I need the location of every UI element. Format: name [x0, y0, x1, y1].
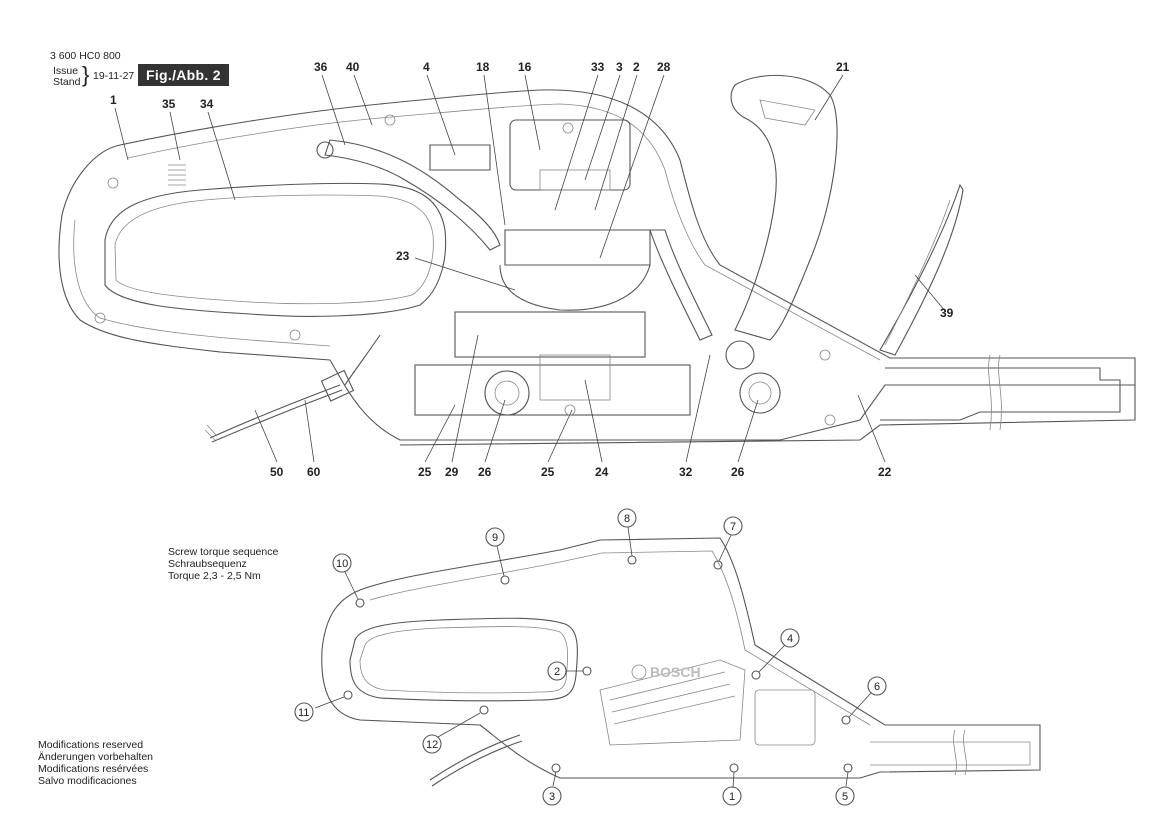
- screw-hole-5: [843, 763, 853, 773]
- screw-number-4: 4: [787, 633, 793, 645]
- legend-line-1: Screw torque sequence: [168, 546, 279, 558]
- footer-note-4: Salvo modificaciones: [38, 775, 137, 787]
- issue-label: Issue: [53, 65, 79, 77]
- part-number-26b: 26: [731, 465, 745, 479]
- figure-label: Fig./Abb. 2: [138, 64, 229, 86]
- callout-circle-5: [835, 786, 855, 806]
- callout-circle-3: [542, 786, 562, 806]
- part-number-24: 24: [595, 465, 609, 479]
- screw-callouts: 1 2 3 4 5 6 7 8 9 10 11 12: [294, 508, 887, 806]
- part-number-labels: 1 35 34 36 40 4 18 16 33 3 2 28 21 23 39…: [110, 60, 954, 479]
- leader-lines: [114, 74, 947, 463]
- part-number-34: 34: [200, 97, 214, 111]
- part-number-21: 21: [836, 60, 850, 74]
- callout-circle-8: [617, 508, 637, 528]
- screw-number-9: 9: [492, 532, 498, 544]
- callout-circle-6: [867, 676, 887, 696]
- part-number-32: 32: [679, 465, 693, 479]
- part-number-4: 4: [423, 60, 430, 74]
- screw-hole-2: [582, 666, 592, 676]
- part-number-33: 33: [591, 60, 605, 74]
- housing-outline: [58, 74, 1136, 446]
- part-number-35: 35: [162, 97, 176, 111]
- issue-date: 19-11-27: [93, 70, 135, 82]
- screw-number-5: 5: [842, 791, 848, 803]
- brace-icon: }: [82, 62, 90, 87]
- footer-note-2: Änderungen vorbehalten: [38, 751, 154, 763]
- footer-note-3: Modifications resérvées: [38, 763, 149, 775]
- part-number-3: 3: [616, 60, 623, 74]
- screw-number-1: 1: [729, 791, 735, 803]
- part-number-36: 36: [314, 60, 328, 74]
- part-number-16: 16: [518, 60, 532, 74]
- part-number-60: 60: [307, 465, 321, 479]
- screw-hole-10: [355, 598, 365, 608]
- callout-circle-10: [332, 553, 352, 573]
- screw-number-11: 11: [298, 707, 309, 719]
- bosch-logo: BOSCH: [650, 664, 701, 680]
- screw-number-8: 8: [624, 513, 630, 525]
- part-number-18: 18: [476, 60, 490, 74]
- document-number: 3 600 HC0 800: [50, 50, 121, 62]
- callout-circle-12: [422, 734, 442, 754]
- screw-hole-6: [841, 715, 851, 725]
- footer-notes: Modifications reserved Änderungen vorbeh…: [38, 739, 153, 787]
- closed-housing: [321, 537, 1041, 787]
- part-number-22: 22: [878, 465, 892, 479]
- part-number-29: 29: [445, 465, 459, 479]
- part-number-23: 23: [396, 249, 410, 263]
- screw-leaders: [314, 526, 872, 789]
- callout-circle-4: [780, 628, 800, 648]
- part-number-25: 25: [418, 465, 432, 479]
- part-number-1: 1: [110, 93, 117, 107]
- part-number-28: 28: [657, 60, 671, 74]
- screw-hole-11: [343, 690, 353, 700]
- part-number-39: 39: [940, 306, 954, 320]
- screw-hole-8: [627, 555, 637, 565]
- part-number-50: 50: [270, 465, 284, 479]
- screw-hole-12: [479, 705, 489, 715]
- callout-circle-1: [722, 786, 742, 806]
- callout-circle-2: [547, 661, 567, 681]
- legend-line-3: Torque 2,3 - 2,5 Nm: [168, 570, 261, 582]
- screw-number-2: 2: [554, 666, 560, 678]
- screw-number-10: 10: [336, 558, 348, 570]
- screw-number-6: 6: [874, 681, 880, 693]
- screw-sequence-legend: Screw torque sequence Schraubsequenz Tor…: [168, 546, 278, 582]
- stand-label: Stand: [53, 76, 81, 88]
- callout-circle-9: [485, 527, 505, 547]
- screw-number-12: 12: [426, 739, 438, 751]
- screw-hole-3: [551, 763, 561, 773]
- part-number-25b: 25: [541, 465, 555, 479]
- screw-hole-7: [713, 560, 723, 570]
- part-number-26: 26: [478, 465, 492, 479]
- legend-line-2: Schraubsequenz: [168, 558, 247, 570]
- callout-circle-7: [723, 516, 743, 536]
- screw-hole-1: [729, 763, 739, 773]
- screw-hole-9: [500, 575, 510, 585]
- callout-circle-11: [294, 702, 314, 722]
- part-number-2: 2: [633, 60, 640, 74]
- screw-number-7: 7: [730, 521, 736, 533]
- screw-number-3: 3: [549, 791, 555, 803]
- part-number-40: 40: [346, 60, 360, 74]
- screw-hole-4: [751, 670, 761, 680]
- footer-note-1: Modifications reserved: [38, 739, 144, 751]
